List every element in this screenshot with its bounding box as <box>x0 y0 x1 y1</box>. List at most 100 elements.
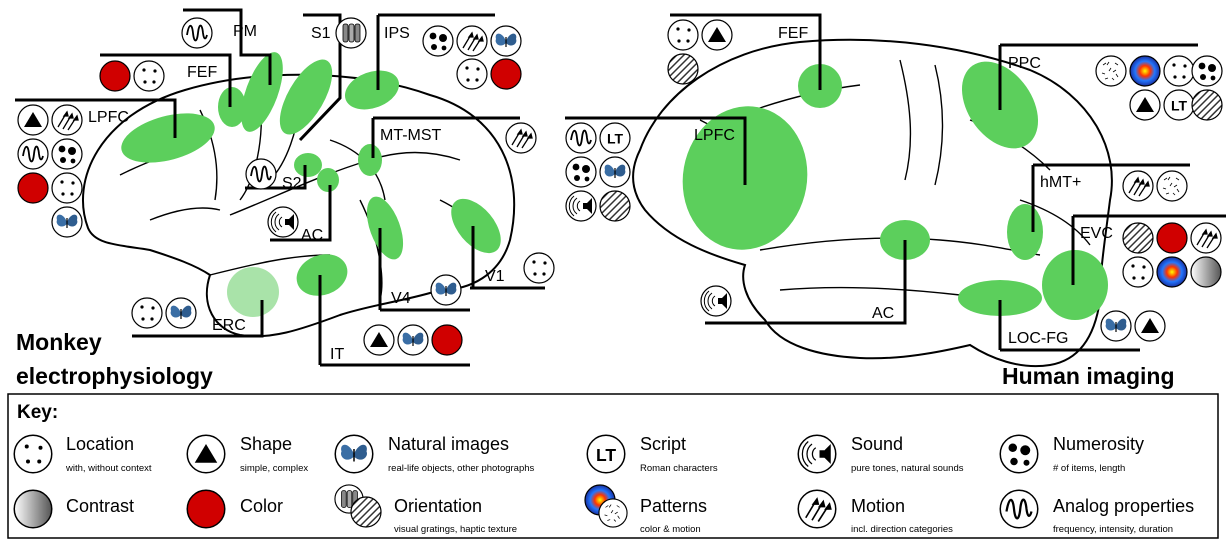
human-label-lpfc: LPFC <box>694 127 735 144</box>
key-item-location: Location with, without context <box>13 434 152 474</box>
natural-image-icon <box>165 297 197 329</box>
natural-image-icon <box>1100 310 1132 342</box>
key-item-numerosity: Numerosity # of items, length <box>999 434 1144 474</box>
numerosity-icon <box>999 434 1039 474</box>
key-item-sub: color & motion <box>640 524 701 535</box>
human-label-fef: FEF <box>778 25 808 42</box>
color-icon <box>1156 222 1188 254</box>
sound-icon <box>797 434 837 474</box>
human-brain-outline <box>632 38 1113 368</box>
monkey-region-labels: PM S1 IPS FEF LPFC MT-MST S2 AC V1 V4 ER… <box>88 23 505 363</box>
monkey-region-lpfc <box>121 113 215 163</box>
motion-icon <box>797 489 837 529</box>
key-item-natural-images: Natural images real-life objects, other … <box>334 434 535 474</box>
location-icon <box>131 297 163 329</box>
key-item-name: Color <box>240 496 283 516</box>
location-icon <box>1163 55 1195 87</box>
human-leader-lines <box>565 13 1226 352</box>
key-item-sub: pure tones, natural sounds <box>851 463 964 474</box>
motion-icon <box>456 25 488 57</box>
shape-icon <box>186 434 226 474</box>
key-item-name: Script <box>640 434 686 454</box>
key-item-name: Sound <box>851 434 903 454</box>
sound-icon <box>700 285 732 317</box>
script-icon <box>599 122 631 154</box>
monkey-region-mt-mst <box>358 144 382 176</box>
human-label-ppc: PPC <box>1008 55 1041 72</box>
monkey-region-s2 <box>294 153 322 177</box>
human-title: Human imaging <box>1002 363 1175 389</box>
analog-icon <box>181 17 213 49</box>
key-item-name: Contrast <box>66 496 134 516</box>
key-panel: Key: Location with, without context Shap… <box>7 393 1219 539</box>
contrast-icon <box>1190 256 1222 288</box>
location-icon <box>456 58 488 90</box>
human-region-evc <box>1042 250 1108 320</box>
numerosity-icon <box>565 156 597 188</box>
key-item-contrast: Contrast <box>13 489 134 529</box>
key-item-sub: simple, complex <box>240 463 308 474</box>
shape-icon <box>363 324 395 356</box>
orientation-icon <box>350 496 382 528</box>
key-item-sub: visual gratings, haptic texture <box>394 524 517 535</box>
monkey-label-ac: AC <box>301 227 323 244</box>
key-item-sub: with, without context <box>65 463 152 474</box>
monkey-region-ips <box>344 70 400 110</box>
monkey-label-fef: FEF <box>187 64 217 81</box>
shape-icon <box>1134 310 1166 342</box>
human-label-ac: AC <box>872 305 894 322</box>
monkey-label-it: IT <box>330 346 344 363</box>
location-icon <box>523 252 555 284</box>
orientation-icon <box>335 17 367 49</box>
key-item-name: Patterns <box>640 496 707 516</box>
monkey-region-pm <box>241 52 283 132</box>
numerosity-icon <box>51 138 83 170</box>
analog-icon <box>565 122 597 154</box>
natural-image-icon <box>599 156 631 188</box>
monkey-title-line1: Monkey <box>16 329 102 355</box>
natural-image-icon <box>397 324 429 356</box>
monkey-region-it <box>296 254 348 296</box>
monkey-region-erc <box>227 267 279 317</box>
patterns-icon <box>1156 256 1188 288</box>
shape-icon <box>701 19 733 51</box>
color-icon <box>186 489 226 529</box>
analog-icon <box>999 489 1039 529</box>
numerosity-icon <box>422 25 454 57</box>
monkey-regions <box>121 52 501 317</box>
key-item-color: Color <box>186 489 283 529</box>
key-item-name: Natural images <box>388 434 509 454</box>
sound-icon <box>267 206 299 238</box>
monkey-region-v4 <box>366 196 404 260</box>
human-label-loc-fg: LOC-FG <box>1008 330 1068 347</box>
color-icon <box>17 172 49 204</box>
sound-icon <box>565 190 597 222</box>
location-icon <box>1122 256 1154 288</box>
monkey-label-v1: V1 <box>485 268 505 285</box>
color-icon <box>431 324 463 356</box>
natural-image-icon <box>334 434 374 474</box>
human-label-hmt: hMT+ <box>1040 174 1081 191</box>
location-icon <box>51 172 83 204</box>
natural-image-icon <box>51 206 83 238</box>
monkey-label-pm: PM <box>233 23 257 40</box>
motion-icon <box>1190 222 1222 254</box>
key-item-sub: frequency, intensity, duration <box>1053 524 1173 535</box>
human-region-labels: FEF PPC LPFC hMT+ EVC AC LOC-FG <box>694 25 1113 347</box>
shape-icon <box>17 104 49 136</box>
human-region-loc-fg <box>958 280 1042 316</box>
monkey-label-ips: IPS <box>384 25 410 42</box>
location-icon <box>13 434 53 474</box>
color-icon <box>490 58 522 90</box>
orientation-icon <box>599 190 631 222</box>
motion-icon <box>51 104 83 136</box>
monkey-label-v4: V4 <box>391 290 411 307</box>
color-icon <box>99 60 131 92</box>
key-item-sub: real-life objects, other photographs <box>388 463 535 474</box>
patterns-icon <box>1095 55 1127 87</box>
key-item-sub: Roman characters <box>640 463 718 474</box>
human-brain: FEF PPC LPFC hMT+ EVC AC LOC-FG <box>565 13 1226 389</box>
monkey-label-s1: S1 <box>311 25 331 42</box>
natural-image-icon <box>490 25 522 57</box>
